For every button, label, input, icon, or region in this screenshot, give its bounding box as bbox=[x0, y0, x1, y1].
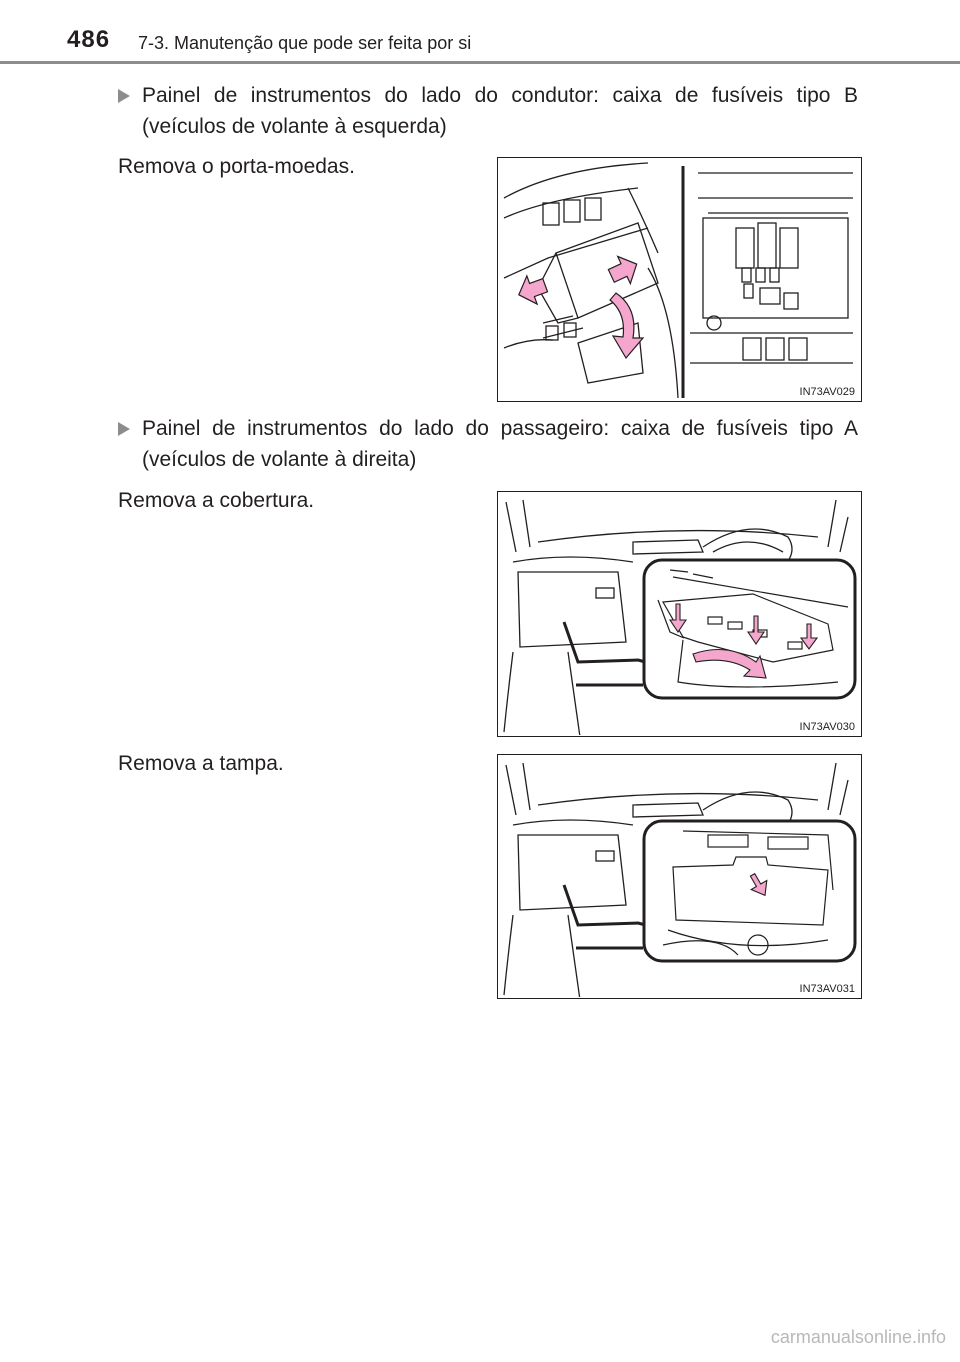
figure-code: IN73AV030 bbox=[799, 721, 855, 733]
section-title: 7-3. Manutenção que pode ser feita por s… bbox=[138, 33, 472, 53]
cover-removal-illustration bbox=[503, 499, 857, 735]
bullet-text: Painel de instrumentos do lado do condut… bbox=[142, 84, 858, 138]
figure-cover-removal: IN73AV030 bbox=[497, 491, 862, 737]
figure-code: IN73AV031 bbox=[799, 983, 855, 995]
bullet-text: Painel de instrumentos do lado do passag… bbox=[142, 417, 858, 471]
lid-removal-illustration bbox=[503, 762, 857, 997]
bullet-driver-side: Painel de instrumentos do lado do condut… bbox=[118, 80, 858, 142]
step-remove-coin-holder: Remova o porta-moedas. bbox=[118, 155, 355, 178]
watermark: carmanualsonline.info bbox=[770, 1327, 946, 1347]
bullet-passenger-side: Painel de instrumentos do lado do passag… bbox=[118, 413, 858, 475]
triangle-bullet-icon bbox=[118, 89, 130, 103]
triangle-bullet-icon bbox=[118, 422, 130, 436]
page-number: 486 bbox=[67, 26, 111, 53]
figure-code: IN73AV029 bbox=[799, 386, 855, 398]
coin-holder-illustration bbox=[503, 162, 853, 399]
step-remove-cover: Remova a cobertura. bbox=[118, 489, 315, 512]
page-header: 486 7-3. Manutenção que pode ser feita p… bbox=[0, 0, 960, 64]
figure-coin-holder: IN73AV029 bbox=[497, 157, 862, 402]
header-rule bbox=[0, 61, 960, 64]
step-remove-lid: Remova a tampa. bbox=[118, 752, 284, 775]
figure-lid-removal: IN73AV031 bbox=[497, 754, 862, 999]
